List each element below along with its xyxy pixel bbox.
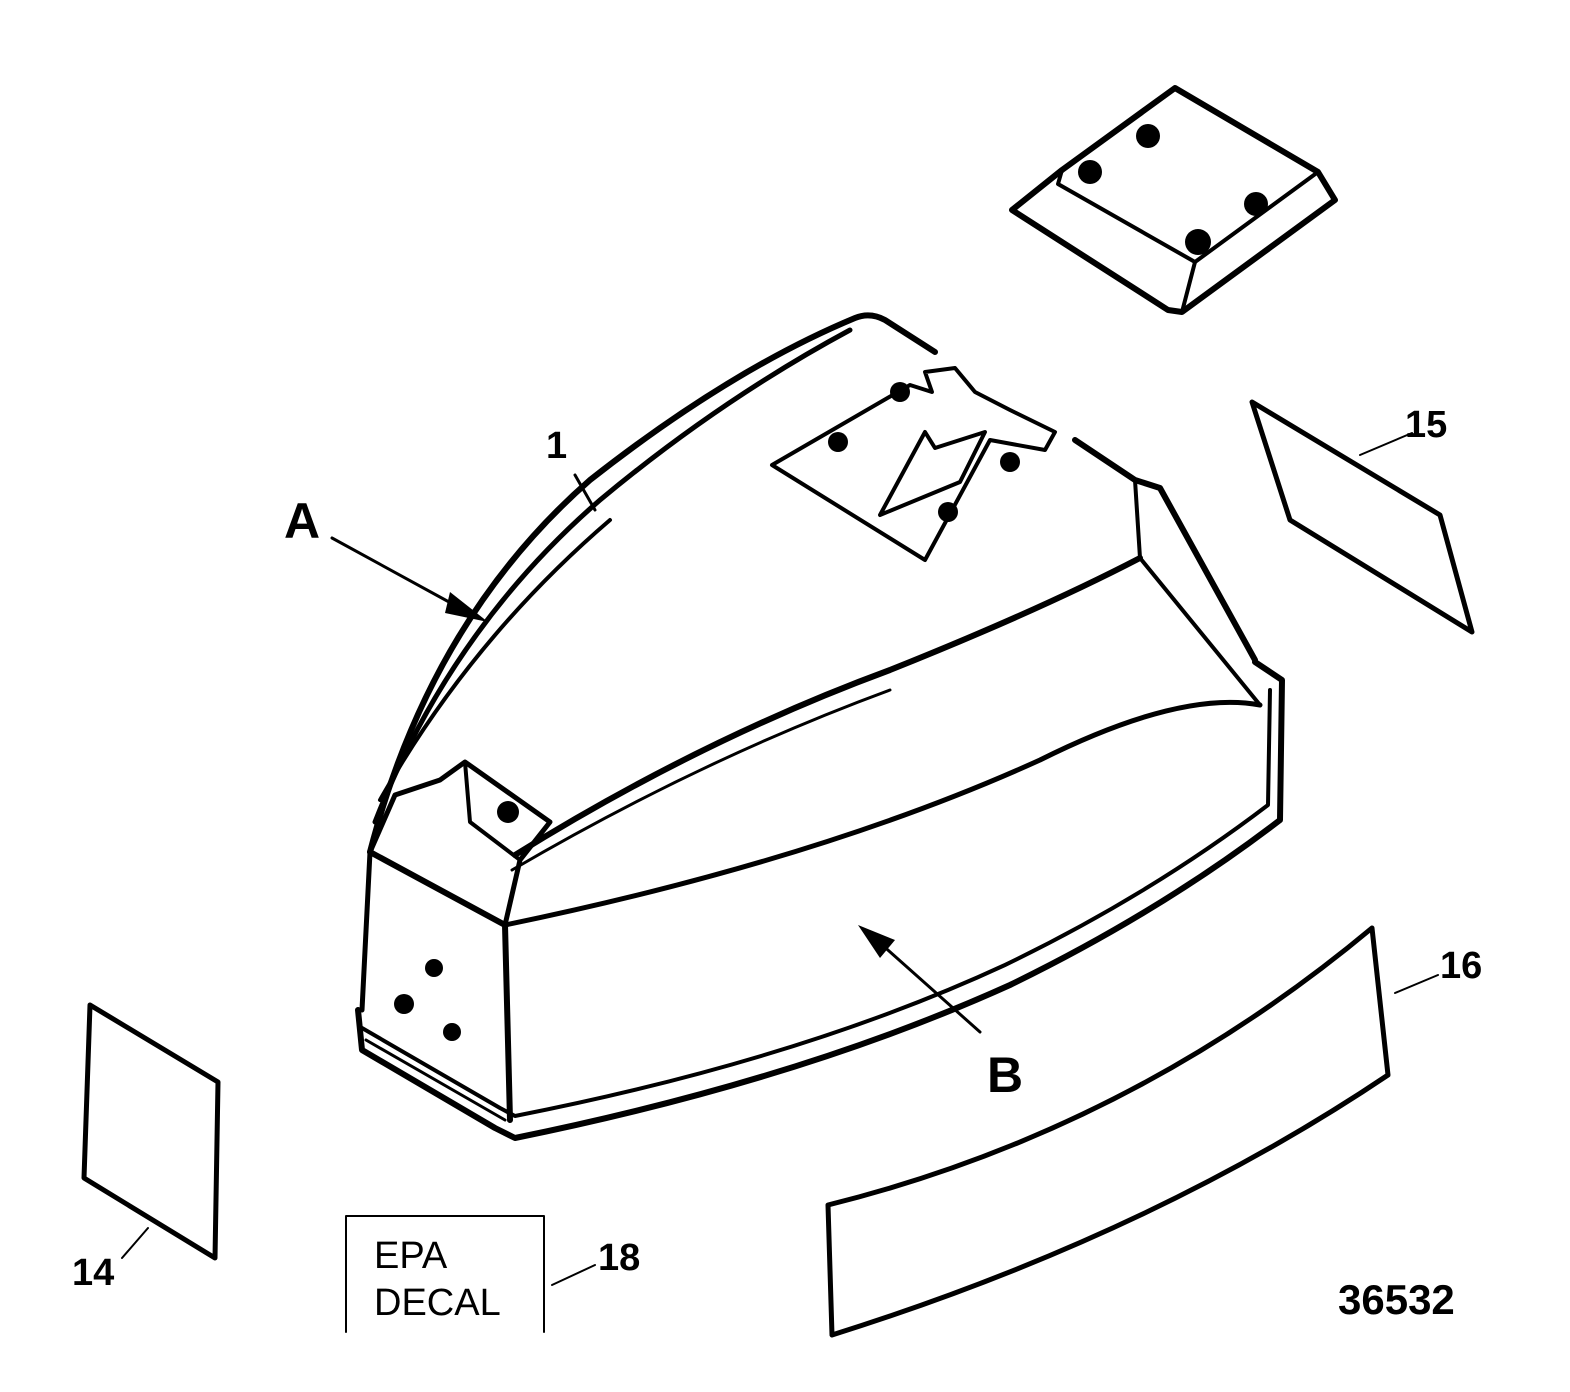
callout-15: 15 [1405, 404, 1447, 446]
callout-16: 16 [1440, 945, 1482, 987]
hole-icon [443, 1023, 461, 1041]
leader-lines [121, 432, 1439, 1286]
arrow-a-head [445, 592, 488, 622]
hole-icon [1000, 452, 1020, 472]
callout-b: B [987, 1047, 1023, 1103]
decal-16-shape [825, 925, 1391, 1338]
callout-a: A [284, 493, 320, 549]
callout-14: 14 [72, 1252, 114, 1294]
callout-18: 18 [598, 1237, 640, 1279]
hole-icon [1078, 160, 1102, 184]
decal-15-shape [1249, 399, 1475, 635]
top-cowl [355, 312, 1285, 1141]
hole-icon [1185, 229, 1211, 255]
cover-plate [1009, 85, 1338, 315]
hole-icon [394, 994, 414, 1014]
hole-icon [1244, 192, 1268, 216]
epa-decal-box [345, 1215, 545, 1333]
callout-1: 1 [546, 425, 567, 467]
decal-14-shape [81, 1002, 221, 1261]
epa-decal-line1: EPA [374, 1235, 448, 1277]
hole-icon [828, 432, 848, 452]
hole-icon [497, 801, 519, 823]
hole-icon [1136, 124, 1160, 148]
figure-number: 36532 [1338, 1276, 1455, 1323]
hole-icon [890, 382, 910, 402]
arrow-b-head [858, 925, 895, 958]
epa-decal-line2: DECAL [374, 1282, 501, 1324]
hole-icon [938, 502, 958, 522]
hole-icon [425, 959, 443, 977]
